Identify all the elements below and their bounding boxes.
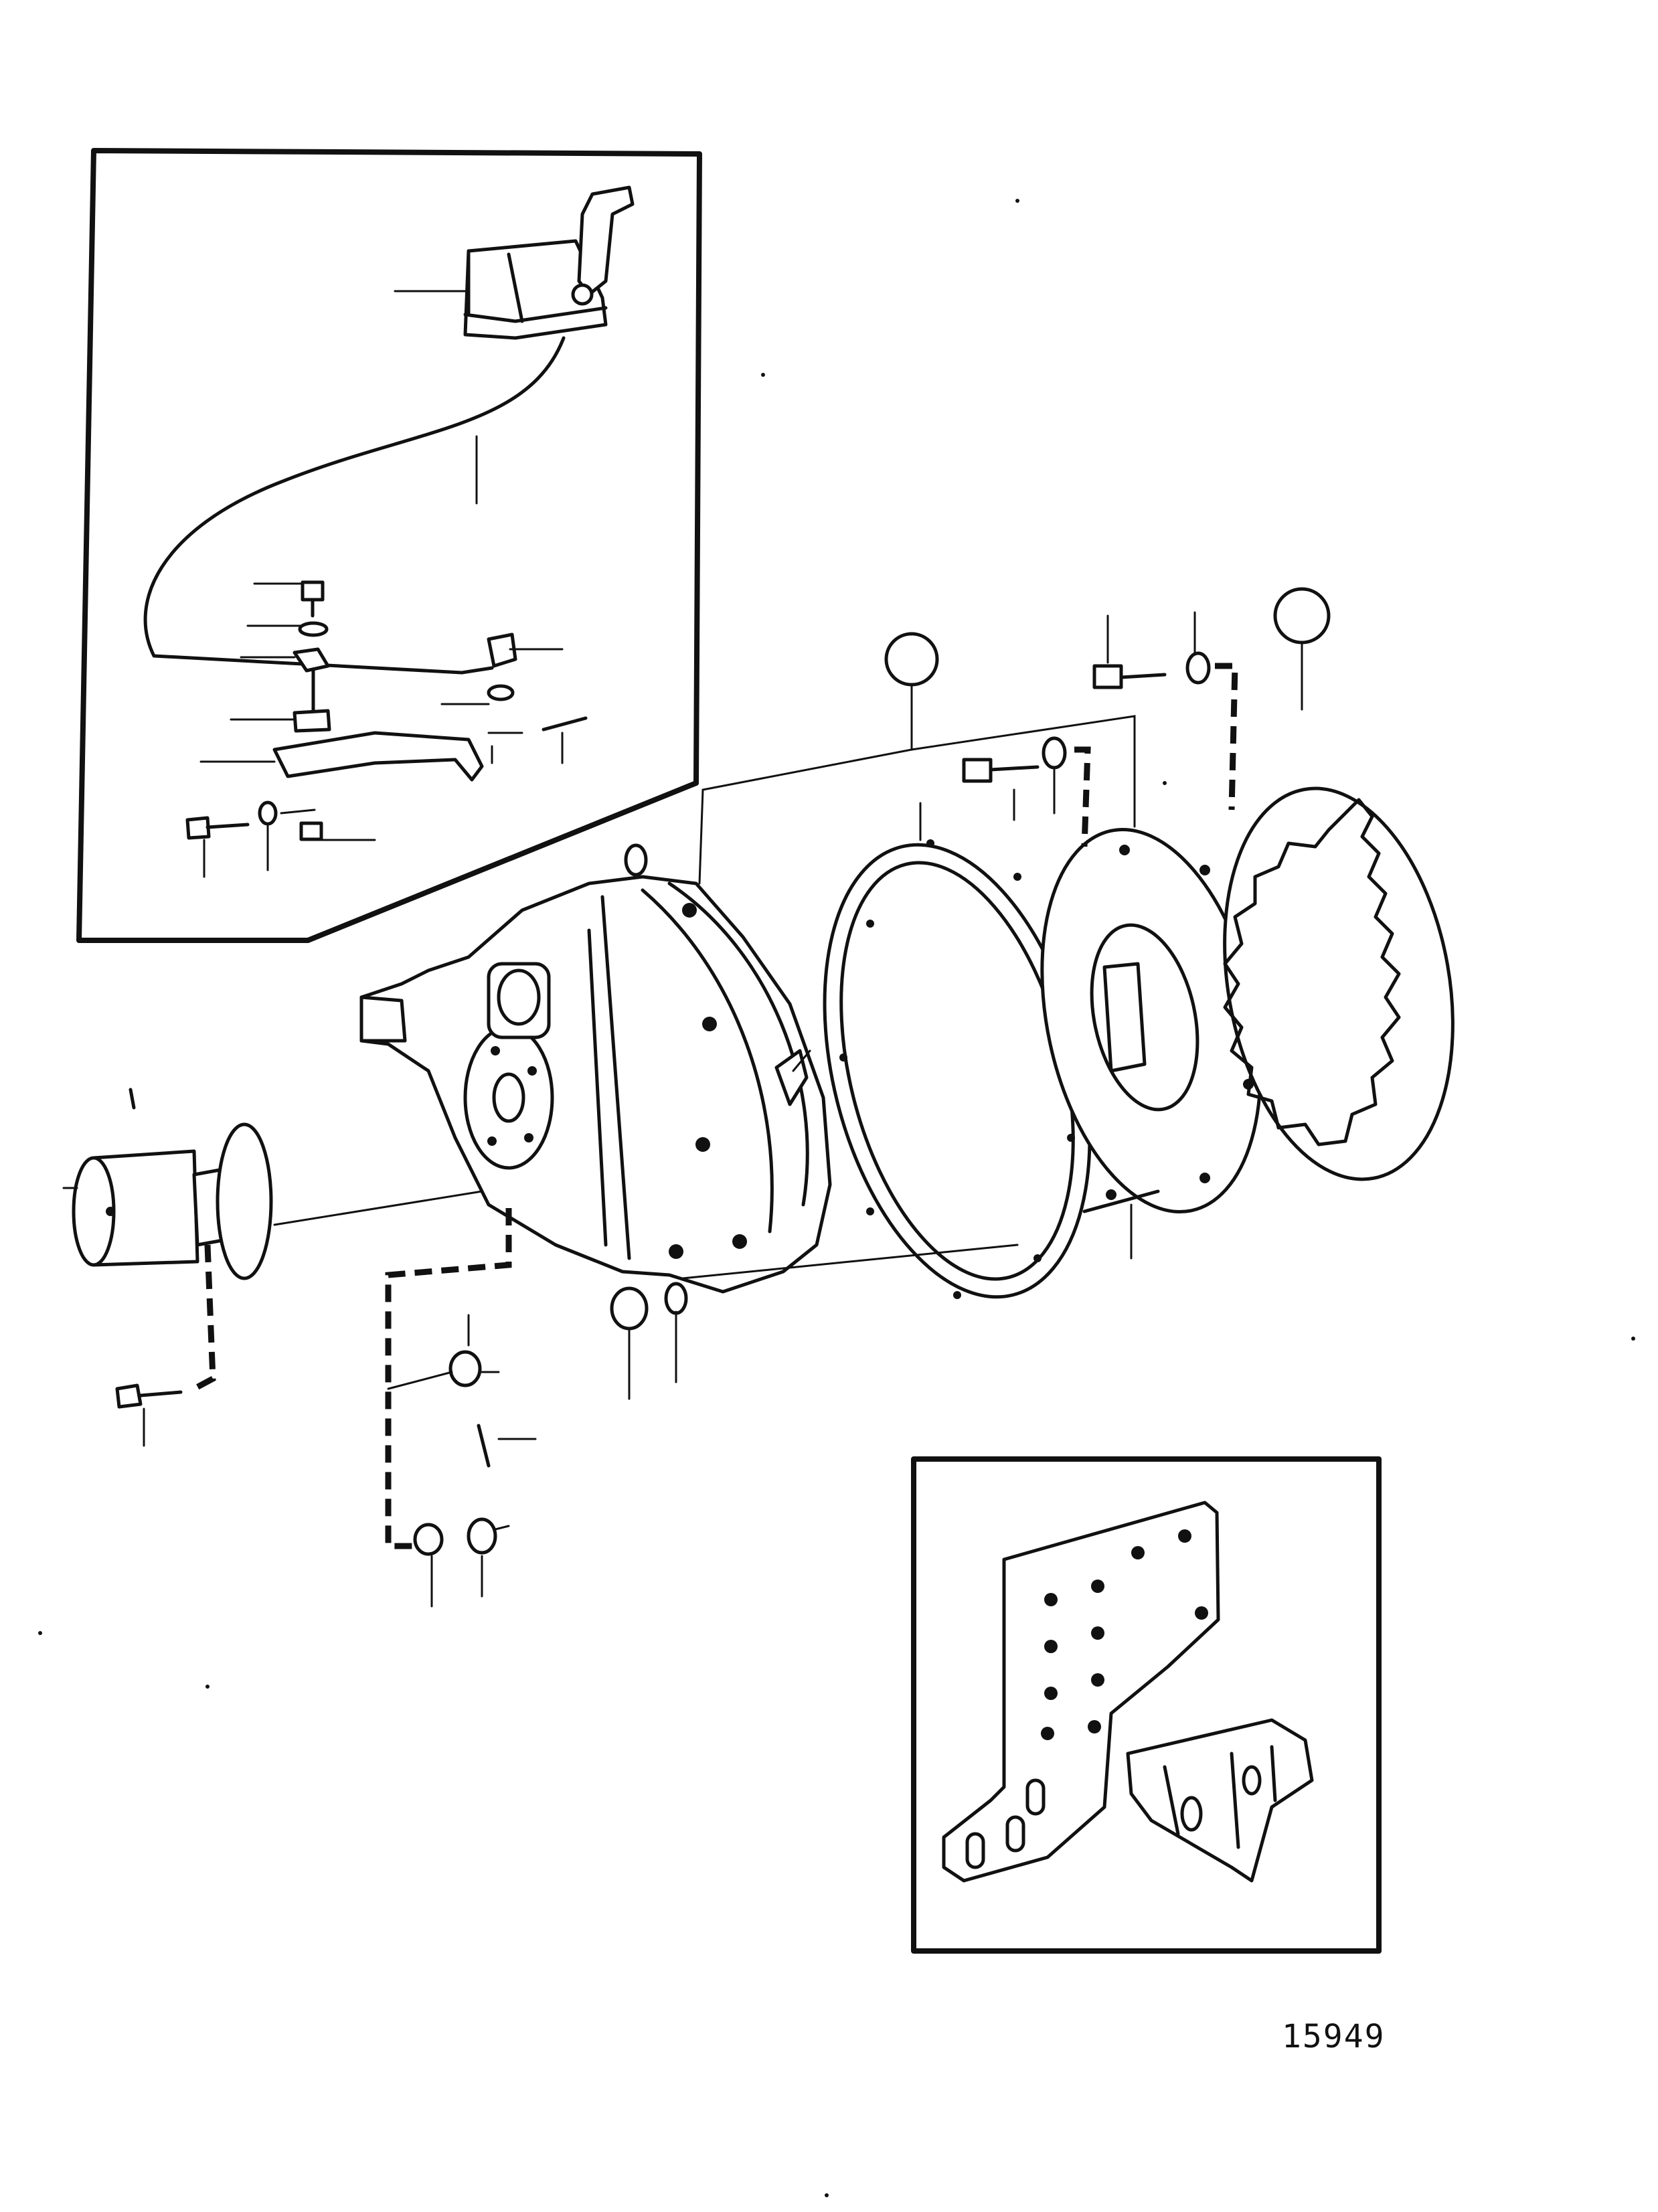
output-coupling <box>62 1088 483 1280</box>
cable-clamp-parts <box>185 580 588 841</box>
control-cable <box>143 336 566 675</box>
scan-specks <box>38 199 1635 2197</box>
bracket-foot <box>1126 1718 1314 1883</box>
flexplate-bolts <box>919 611 1238 1260</box>
control-lever-box <box>463 185 635 340</box>
mounting-bracket-inset <box>911 1456 1382 1954</box>
coupling-bolts <box>115 1244 216 1447</box>
housing-fasteners <box>610 1049 1019 1400</box>
shaft-nut-parts <box>385 1208 537 1608</box>
reverse-gear-housing <box>359 843 832 1294</box>
flywheel-plate <box>1040 828 1262 1213</box>
remote-control-inset <box>76 148 702 943</box>
bracket-plate <box>942 1501 1220 1883</box>
inset1-leaders <box>199 290 564 878</box>
drawing-number: 15949 <box>1282 2018 1386 2055</box>
reference-circles <box>698 587 1331 885</box>
coupling-ring <box>1223 786 1455 1181</box>
